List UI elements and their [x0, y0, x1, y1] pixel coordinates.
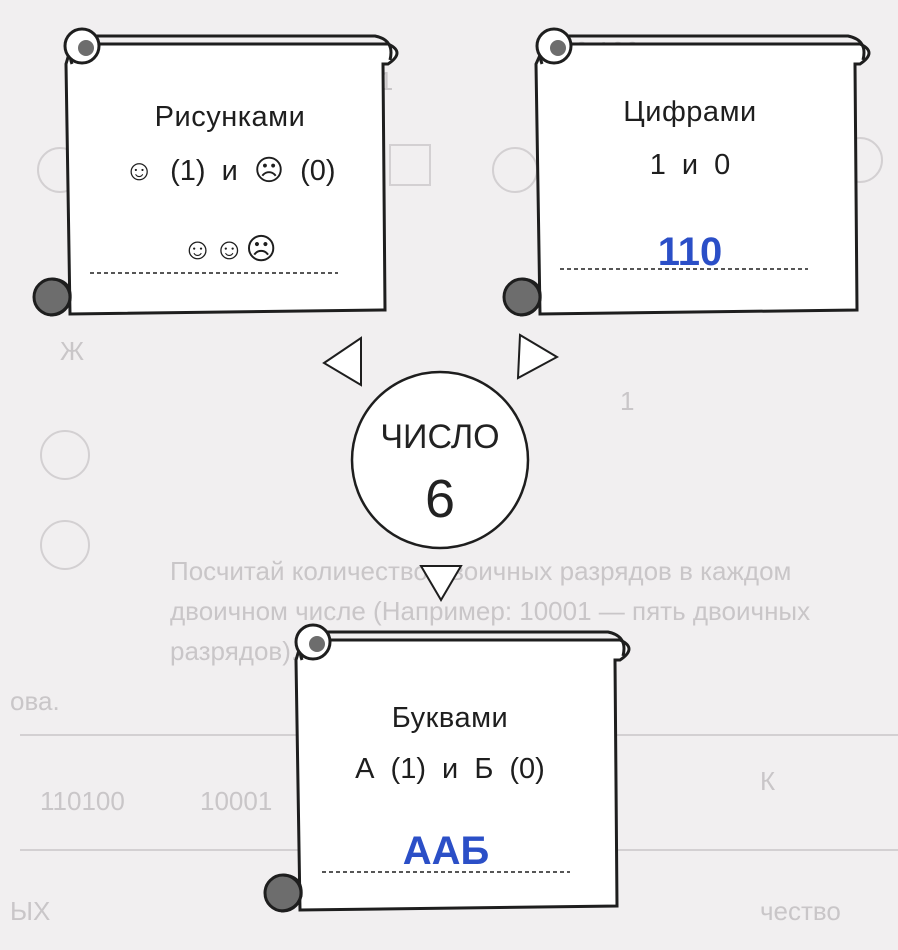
- scroll-roll-top-inner: [550, 40, 566, 56]
- scroll-roll-top-left: [63, 27, 101, 65]
- svg-text:чество: чество: [760, 896, 841, 926]
- svg-text:Вариант 2: Вариант 2: [690, 66, 813, 96]
- center-number: 6: [424, 469, 456, 529]
- scroll-roll-top-inner: [78, 40, 94, 56]
- scroll-roll-bottom-left: [502, 277, 542, 317]
- letters-answer: ААБ: [402, 829, 490, 873]
- svg-text:10 100: 10 100: [560, 36, 640, 66]
- svg-text:1: 1: [620, 386, 634, 416]
- arrow-to-letters: [419, 565, 463, 602]
- arrow-to-digits: [516, 333, 560, 380]
- scroll-roll-bottom-left: [32, 277, 72, 317]
- center-word: ЧИСЛО: [380, 418, 500, 456]
- pictures-rule: ☺ (1) и ☹ (0): [124, 155, 336, 187]
- digits-title: Цифрами: [623, 96, 757, 128]
- pictures-example: ☺☺☹: [182, 233, 278, 266]
- svg-text:10001: 10001: [200, 786, 272, 816]
- scroll-roll-top-left: [294, 623, 332, 661]
- letters-rule: А (1) и Б (0): [355, 753, 545, 785]
- svg-text:ЫХ: ЫХ: [10, 896, 50, 926]
- scroll-roll-bottom-left: [263, 873, 303, 913]
- svg-text:110100: 110100: [40, 786, 125, 816]
- digits-answer: 110: [657, 230, 723, 274]
- pictures-title: Рисунками: [154, 101, 306, 133]
- svg-text:двоичном числе (Например: 1000: двоичном числе (Например: 10001 — пять д…: [170, 596, 810, 626]
- svg-text:Вариант 1: Вариант 1: [270, 66, 393, 96]
- arrow-to-pictures: [322, 336, 362, 387]
- svg-text:разрядов).: разрядов).: [170, 636, 298, 666]
- svg-text:ова.: ова.: [10, 686, 60, 716]
- svg-text:К: К: [760, 766, 775, 796]
- letters-title: Буквами: [391, 702, 509, 734]
- digits-rule: 1 и 0: [649, 149, 731, 181]
- scroll-roll-top-left: [535, 27, 573, 65]
- svg-text:Посчитай количество двоичных р: Посчитай количество двоичных разрядов в …: [170, 556, 791, 586]
- scroll-roll-top-inner: [309, 636, 325, 652]
- svg-text:Ж: Ж: [60, 336, 84, 366]
